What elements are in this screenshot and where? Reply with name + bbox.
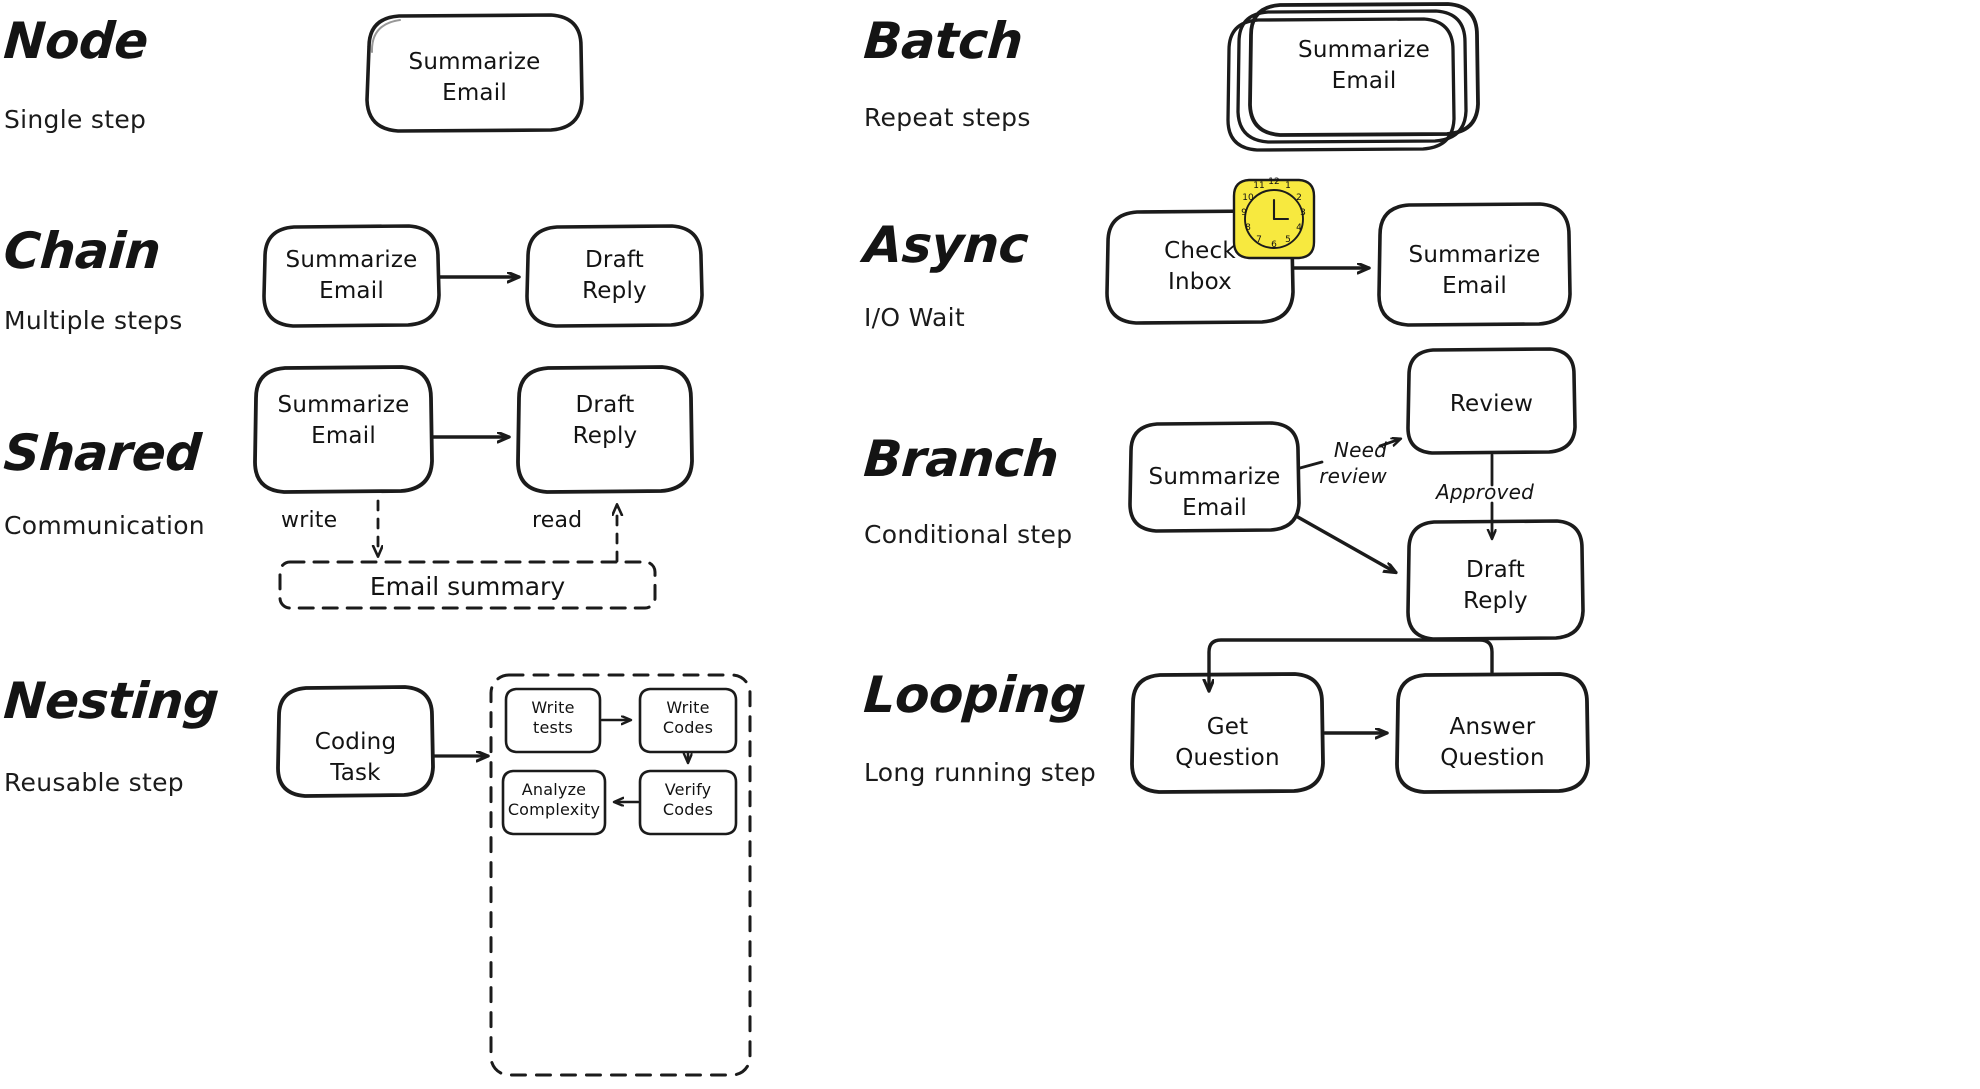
section-title-looping: Looping bbox=[861, 666, 1088, 724]
batch-summarize-email[interactable]: Summarize Email bbox=[1298, 37, 1430, 95]
section-title-async: Async bbox=[861, 216, 1030, 274]
nest-write-codes[interactable]: Write Codes bbox=[662, 698, 714, 737]
node-summarize-shape bbox=[365, 13, 584, 133]
section-subtitle-batch: Repeat steps bbox=[864, 103, 1031, 132]
nest-write-tests-shape bbox=[504, 687, 602, 754]
clock-numeral-11: 11 bbox=[1253, 181, 1265, 191]
section-subtitle-nesting: Reusable step bbox=[4, 768, 184, 797]
batch-summarize-stack-shape bbox=[1226, 2, 1480, 152]
shared-edge-label-read: read bbox=[532, 508, 583, 533]
section-subtitle-async: I/O Wait bbox=[864, 303, 966, 332]
clock-numeral-1: 1 bbox=[1285, 181, 1291, 191]
nest-analyze-complexity-shape bbox=[501, 769, 607, 836]
clock-numeral-10: 10 bbox=[1242, 193, 1254, 203]
branch-draft-reply[interactable]: Draft Reply bbox=[1463, 557, 1528, 615]
nest-write-codes-shape bbox=[638, 687, 738, 754]
shared-draft-shape bbox=[516, 365, 694, 494]
section-subtitle-branch: Conditional step bbox=[864, 520, 1073, 549]
section-title-branch: Branch bbox=[861, 430, 1061, 488]
branch-review-shape bbox=[1406, 347, 1577, 455]
section-title-node: Node bbox=[1, 12, 150, 70]
nesting-coding-task[interactable]: Coding Task bbox=[314, 729, 397, 787]
branch-edge-label-need-review: Need review bbox=[1319, 438, 1387, 488]
nest-verify-codes-shape bbox=[638, 769, 738, 836]
node-summarize-email[interactable]: Summarize Email bbox=[408, 49, 541, 107]
clock-numeral-3: 3 bbox=[1300, 208, 1306, 218]
shared-summarize-shape bbox=[253, 365, 434, 494]
branch-edge-need-review bbox=[1298, 460, 1324, 470]
section-subtitle-chain: Multiple steps bbox=[4, 306, 183, 335]
section-subtitle-node: Single step bbox=[4, 105, 147, 134]
nest-verify-codes[interactable]: Verify Codes bbox=[662, 780, 714, 819]
branch-edge-label-approved: Approved bbox=[1436, 480, 1534, 504]
branch-summarize-email[interactable]: Summarize Email bbox=[1148, 464, 1281, 522]
section-title-chain: Chain bbox=[1, 222, 163, 280]
nesting-coding-task-shape bbox=[276, 685, 435, 798]
clock-numeral-4: 4 bbox=[1296, 223, 1302, 233]
loop-answer-question[interactable]: Answer Question bbox=[1440, 714, 1545, 772]
chain-summarize-shape bbox=[262, 224, 441, 328]
shared-store-email-summary[interactable]: Email summary bbox=[369, 572, 566, 601]
clock-numeral-2: 2 bbox=[1296, 193, 1302, 203]
nest-write-tests[interactable]: Write tests bbox=[531, 698, 575, 737]
clock-icon-shape bbox=[1232, 178, 1316, 260]
section-title-shared: Shared bbox=[1, 424, 203, 482]
nesting-subflow-frame bbox=[489, 673, 752, 1077]
clock-icon: 12 1 2 3 4 5 6 7 8 9 10 11 bbox=[1234, 177, 1314, 258]
section-subtitle-shared: Communication bbox=[4, 511, 205, 540]
chain-summarize-email[interactable]: Summarize Email bbox=[285, 247, 418, 305]
nest-analyze-complexity[interactable]: Analyze Complexity bbox=[507, 780, 601, 819]
chain-draft-reply[interactable]: Draft Reply bbox=[582, 247, 647, 305]
loop-get-question[interactable]: Get Question bbox=[1175, 714, 1280, 772]
section-title-nesting: Nesting bbox=[1, 672, 221, 730]
shared-edge-label-write: write bbox=[281, 508, 338, 533]
clock-numeral-12: 12 bbox=[1268, 177, 1280, 187]
shared-draft-reply[interactable]: Draft Reply bbox=[572, 392, 638, 450]
async-summarize-shape bbox=[1377, 202, 1572, 327]
loop-answer-question-shape bbox=[1395, 672, 1590, 794]
chain-draft-shape bbox=[525, 224, 704, 328]
branch-summarize-shape bbox=[1128, 421, 1301, 533]
async-check-inbox-shape bbox=[1105, 209, 1295, 325]
loop-edge-back bbox=[1209, 638, 1494, 690]
async-summarize-email[interactable]: Summarize Email bbox=[1408, 242, 1541, 300]
section-subtitle-looping: Long running step bbox=[864, 758, 1097, 787]
shared-summarize-email[interactable]: Summarize Email bbox=[277, 392, 410, 450]
clock-numeral-5: 5 bbox=[1285, 235, 1291, 245]
shared-store-shape bbox=[278, 560, 657, 610]
loop-get-question-shape bbox=[1130, 672, 1325, 794]
clock-numeral-9: 9 bbox=[1241, 208, 1247, 218]
clock-numeral-6: 6 bbox=[1271, 240, 1277, 250]
clock-numeral-7: 7 bbox=[1256, 235, 1262, 245]
clock-numeral-8: 8 bbox=[1245, 223, 1251, 233]
section-title-batch: Batch bbox=[861, 12, 1025, 70]
branch-edge-direct bbox=[1294, 514, 1395, 572]
branch-review[interactable]: Review bbox=[1449, 391, 1534, 417]
branch-draft-shape bbox=[1406, 519, 1585, 641]
branch-edge-need-review-arrow bbox=[1378, 439, 1400, 448]
